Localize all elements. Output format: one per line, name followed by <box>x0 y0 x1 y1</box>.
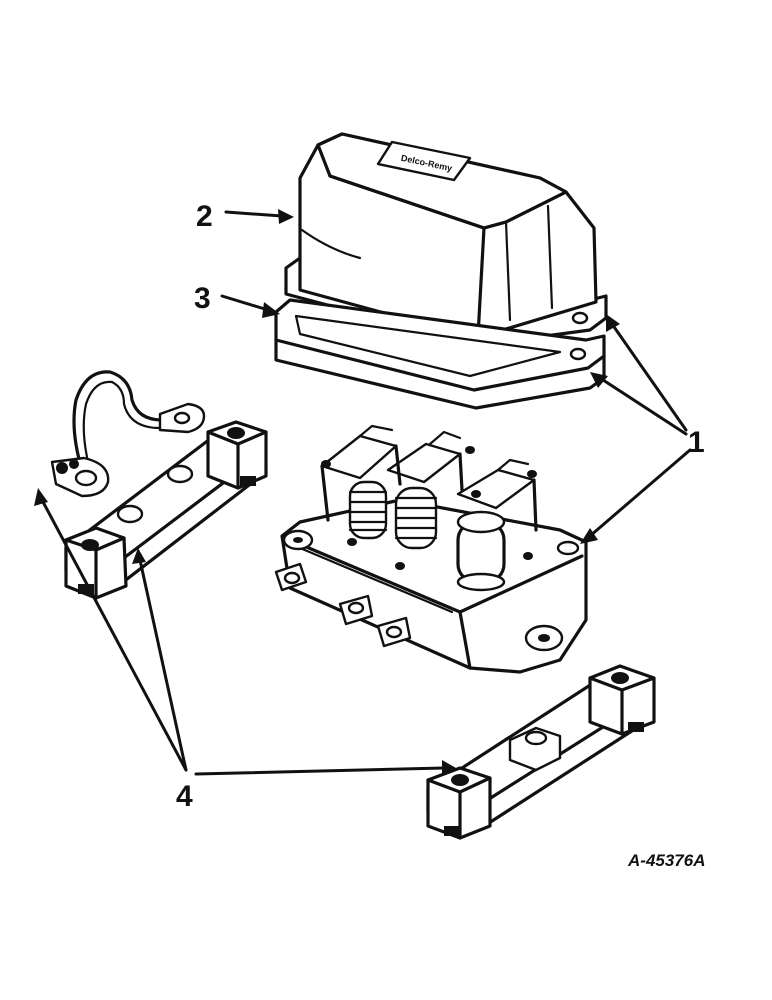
callout-1: 1 <box>688 426 705 459</box>
ground-strap <box>50 370 206 498</box>
callout-4: 4 <box>176 780 193 813</box>
part-number: A-45376A <box>627 851 706 870</box>
callout-2: 2 <box>196 200 213 233</box>
regulator-base-assembly <box>274 424 588 674</box>
regulator-gasket <box>274 298 606 410</box>
regulator-cover: Delco-Remy <box>284 132 608 347</box>
mounting-bar-upper <box>64 420 268 600</box>
callout-3: 3 <box>194 282 211 315</box>
mounting-bar-lower <box>426 664 656 840</box>
leader-arrows <box>34 209 692 776</box>
